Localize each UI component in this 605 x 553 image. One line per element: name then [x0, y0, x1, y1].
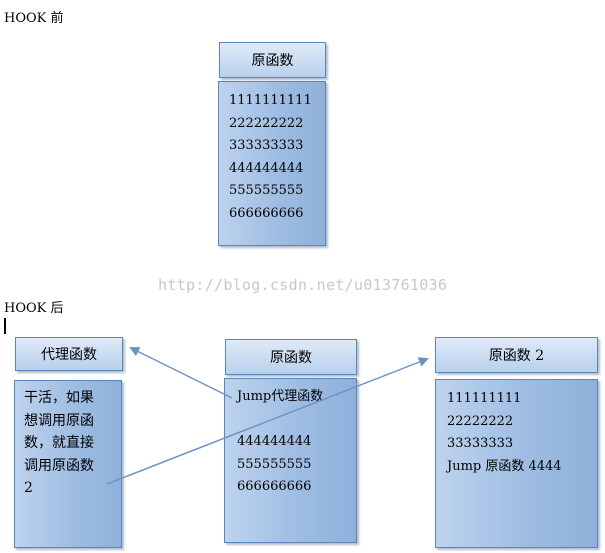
code-line: 数，就直接: [24, 435, 94, 451]
original-function-body-before: 1111111111 222222222 333333333 444444444…: [218, 81, 326, 246]
code-line: Jump代理函数: [237, 389, 324, 404]
code-line: 22222222: [447, 413, 514, 429]
proxy-function-lines: 干活，如果 想调用原函 数，就直接 调用原函数 2: [24, 387, 94, 500]
original-function-title-after: 原函数: [270, 350, 312, 366]
original-function-body-after: Jump代理函数 444444444 555555555 666666666: [224, 378, 357, 543]
proxy-function-header: 代理函数: [15, 337, 123, 371]
hook-before-label: HOOK 前: [4, 11, 64, 26]
code-line: 666666666: [237, 479, 312, 494]
code-line: 33333333: [447, 436, 514, 451]
code-line: Jump 原函数 4444: [447, 458, 562, 474]
code-line: 666666666: [229, 205, 304, 221]
code-line: 2: [24, 480, 33, 496]
code-line: 调用原函数: [24, 457, 94, 474]
original-function2-title: 原函数 2: [488, 348, 545, 364]
code-line: 222222222: [229, 115, 304, 131]
original-function2-header: 原函数 2: [435, 337, 598, 373]
hook-after-label: HOOK 后: [4, 301, 64, 316]
code-line: 111111111: [447, 391, 522, 406]
original-function-lines-after: Jump代理函数 444444444 555555555 666666666: [237, 386, 323, 499]
code-line: 444444444: [229, 160, 304, 176]
code-line: 1111111111: [229, 93, 312, 108]
watermark: http://blog.csdn.net/u013761036: [158, 276, 448, 294]
code-line: 444444444: [237, 434, 312, 449]
arrow-proxy-to-original2: [106, 357, 429, 485]
original-function-lines-before: 1111111111 222222222 333333333 444444444…: [229, 90, 312, 225]
proxy-function-body: 干活，如果 想调用原函 数，就直接 调用原函数 2: [14, 380, 122, 548]
code-line: 想调用原函: [24, 412, 94, 429]
proxy-function-title: 代理函数: [41, 347, 97, 363]
arrow-jump-to-proxy: [129, 347, 233, 399]
code-line: 干活，如果: [24, 390, 94, 406]
code-line: 555555555: [237, 456, 312, 472]
text-cursor: [4, 318, 6, 334]
original-function-title-before: 原函数: [251, 53, 294, 69]
original-function-header-after: 原函数: [225, 339, 357, 375]
original-function2-lines: 111111111 22222222 33333333 Jump 原函数 444…: [447, 388, 562, 478]
code-line: 555555555: [229, 183, 304, 198]
original-function2-body: 111111111 22222222 33333333 Jump 原函数 444…: [435, 379, 598, 548]
original-function-header-before: 原函数: [219, 42, 326, 78]
code-line: 333333333: [229, 138, 304, 153]
